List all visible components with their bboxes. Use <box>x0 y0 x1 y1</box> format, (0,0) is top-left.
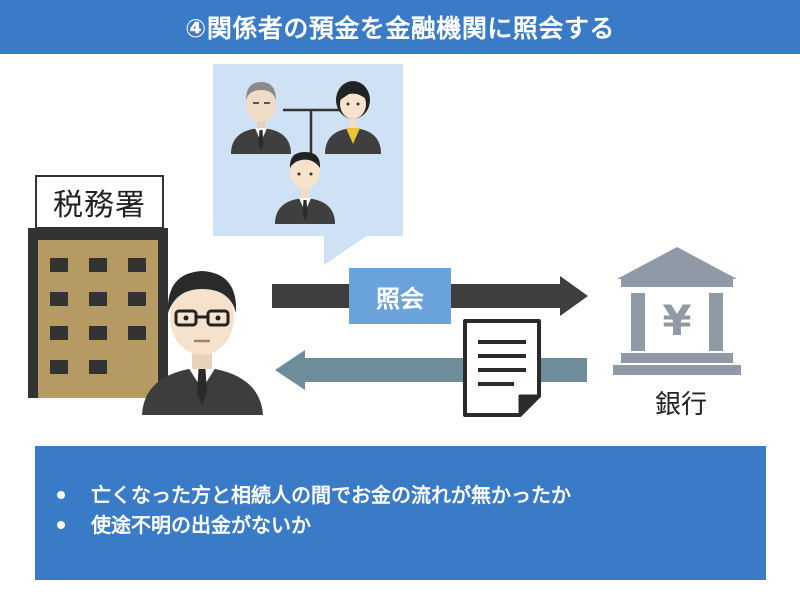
point-text: 亡くなった方と相続人の間でお金の流れが無かったか <box>91 483 571 507</box>
building-windows <box>38 240 158 398</box>
tax-officer-icon <box>142 271 263 415</box>
inquiry-arrow-head <box>560 276 588 316</box>
list-item: 亡くなった方と相続人の間でお金の流れが無かったか <box>57 480 571 510</box>
family-connector-lines <box>283 108 341 154</box>
response-arrow <box>305 358 587 382</box>
tax-office-sign: 税務署 <box>35 175 164 229</box>
point-text: 使途不明の出金がないか <box>91 513 311 537</box>
family-tree-icon <box>231 81 381 224</box>
woman-icon <box>325 81 381 154</box>
bank-icon <box>613 247 741 375</box>
speech-bubble-tail <box>324 235 368 265</box>
bullet-icon <box>57 521 65 529</box>
elderly-man-icon <box>231 82 291 154</box>
yen-symbol: ¥ <box>662 296 692 345</box>
young-man-icon <box>275 152 335 224</box>
inquiry-label: 照会 <box>349 268 451 324</box>
list-item: 使途不明の出金がないか <box>57 510 571 540</box>
bank-label: 銀行 <box>654 390 707 420</box>
response-arrow-head <box>275 350 305 390</box>
key-points-box: 亡くなった方と相続人の間でお金の流れが無かったか 使途不明の出金がないか <box>35 446 766 580</box>
bullet-icon <box>57 491 65 499</box>
page-title: ④関係者の預金を金融機関に照会する <box>0 0 800 54</box>
document-icon <box>463 319 541 417</box>
key-points-list: 亡くなった方と相続人の間でお金の流れが無かったか 使途不明の出金がないか <box>57 480 571 540</box>
